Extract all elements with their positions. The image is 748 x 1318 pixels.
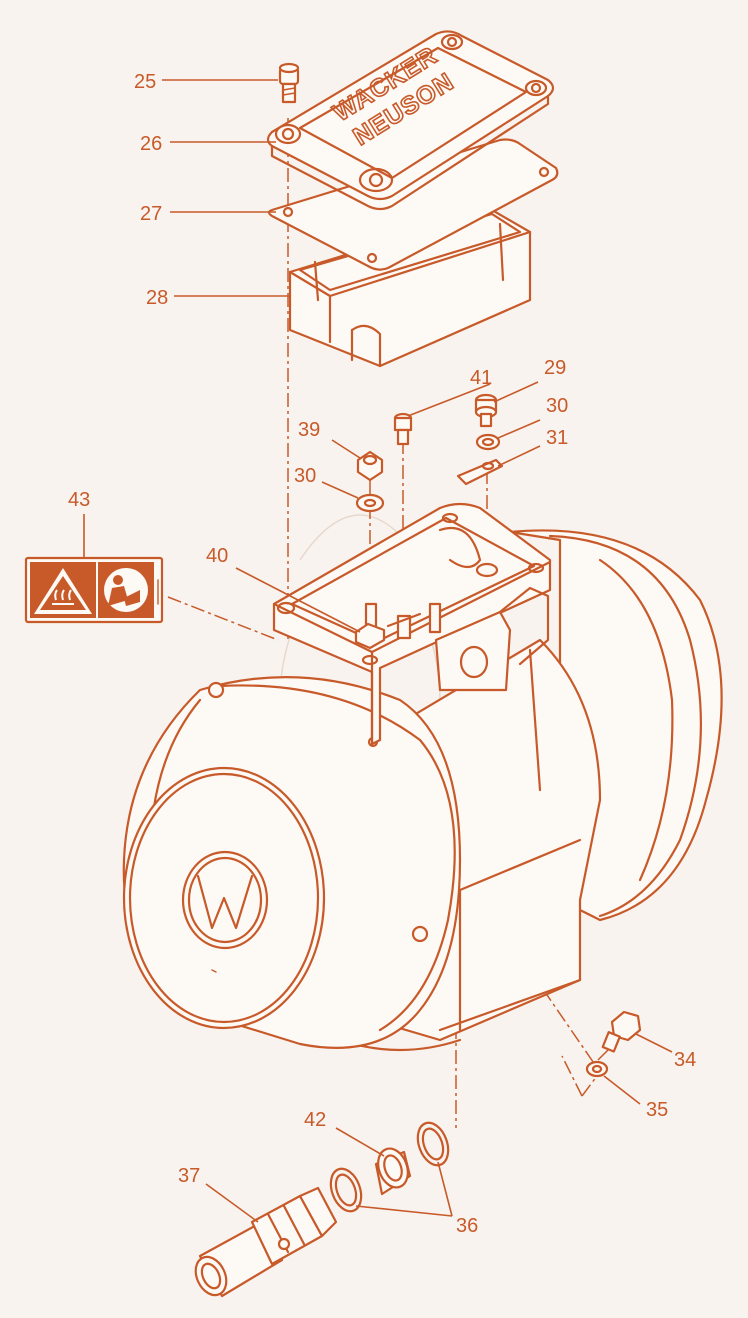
- label-29: 29: [544, 357, 566, 379]
- label-40: 40: [206, 545, 228, 567]
- gland-insert-42: [374, 1147, 412, 1196]
- part-labels: 25 26 27 28 29 30 31 41 39 30 40 43 34 3…: [68, 71, 696, 1237]
- leader-lines: [83, 79, 673, 1223]
- terminal-box-base: [272, 502, 552, 746]
- screw-29: [474, 393, 498, 428]
- label-30-left: 30: [294, 465, 316, 487]
- nut-39: [356, 450, 384, 482]
- motor-housing: [122, 529, 723, 1052]
- screw-41: [393, 412, 413, 446]
- bolt-34: [601, 1010, 642, 1053]
- warning-decal-43: [24, 556, 164, 624]
- wacker-neuson-logo-icon: [181, 850, 269, 950]
- label-43: 43: [68, 489, 90, 511]
- label-34: 34: [674, 1049, 696, 1071]
- junction-box: [288, 208, 532, 368]
- gasket: [267, 138, 559, 271]
- label-31: 31: [546, 427, 568, 449]
- label-27: 27: [140, 203, 162, 225]
- washer-30-right: [475, 433, 501, 451]
- hot-surface-warning-icon: [34, 568, 92, 614]
- washer-30-left: [355, 493, 385, 513]
- label-42: 42: [304, 1109, 326, 1131]
- screw-25: [278, 62, 300, 104]
- label-25: 25: [134, 71, 156, 93]
- label-35: 35: [646, 1099, 668, 1121]
- terminal-posts-40: [354, 602, 442, 650]
- washer-35: [585, 1060, 609, 1078]
- read-manual-icon: [104, 568, 148, 612]
- label-26: 26: [140, 133, 162, 155]
- label-41: 41: [470, 367, 492, 389]
- label-30-right: 30: [546, 395, 568, 417]
- label-36: 36: [456, 1215, 478, 1237]
- terminal-lug-31: [456, 458, 504, 486]
- label-37: 37: [178, 1165, 200, 1187]
- label-39: 39: [298, 419, 320, 441]
- cable-gland-37: [194, 1186, 338, 1298]
- o-ring-36-lower: [329, 1167, 363, 1213]
- o-ring-36-upper: [416, 1121, 450, 1167]
- label-28: 28: [146, 287, 168, 309]
